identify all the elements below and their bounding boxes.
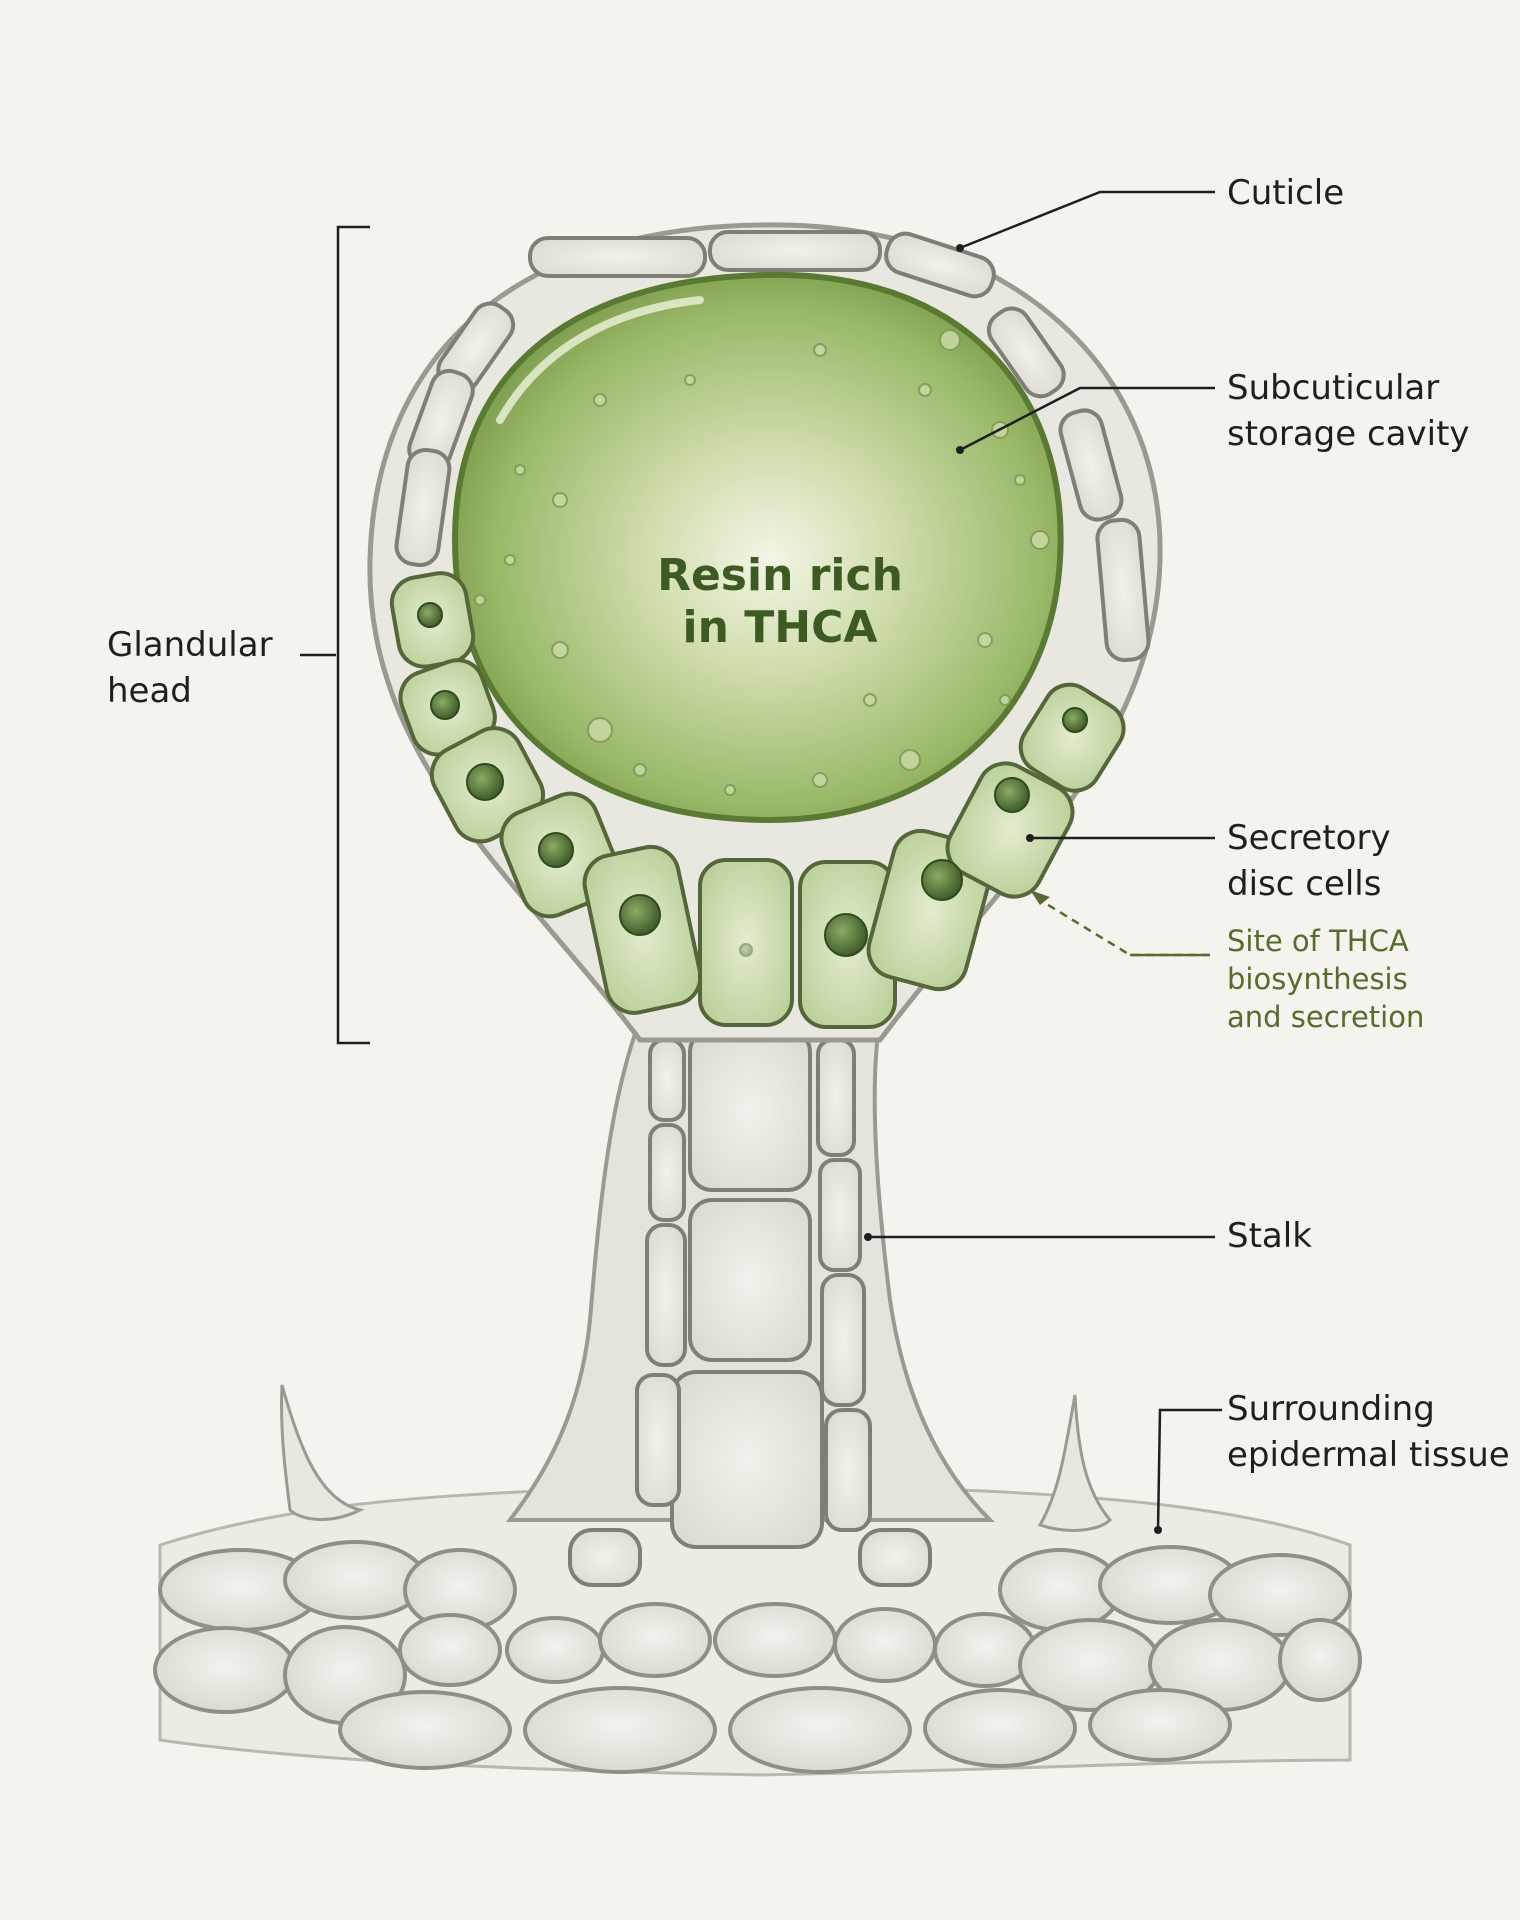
cuticle-leader xyxy=(959,190,1215,250)
storage-cavity xyxy=(451,271,1064,824)
biosynthesis-leader xyxy=(1030,890,1210,957)
stalk xyxy=(506,1018,995,1587)
glandular-head-bracket xyxy=(336,225,370,1045)
storage-cavity-leader xyxy=(959,386,1215,452)
epidermal-leader xyxy=(1156,1408,1222,1531)
label-stalk: Stalk xyxy=(1227,1216,1312,1256)
label-resin: Resin rich in THCA xyxy=(657,550,903,653)
label-epidermal-tissue: Surrounding epidermal tissue xyxy=(1227,1389,1510,1475)
label-cuticle: Cuticle xyxy=(1227,173,1345,213)
secretory-disc-cells xyxy=(389,571,1126,1029)
label-biosynthesis-note: Site of THCA biosynthesis and secretion xyxy=(1227,924,1425,1034)
leader-lines xyxy=(864,190,1222,1534)
label-disc-cells: Secretory disc cells xyxy=(1227,818,1391,904)
label-glandular-head: Glandular head xyxy=(107,625,273,711)
label-storage-cavity: Subcuticular storage cavity xyxy=(1227,368,1470,454)
epidermal-tissue xyxy=(153,1384,1362,1777)
